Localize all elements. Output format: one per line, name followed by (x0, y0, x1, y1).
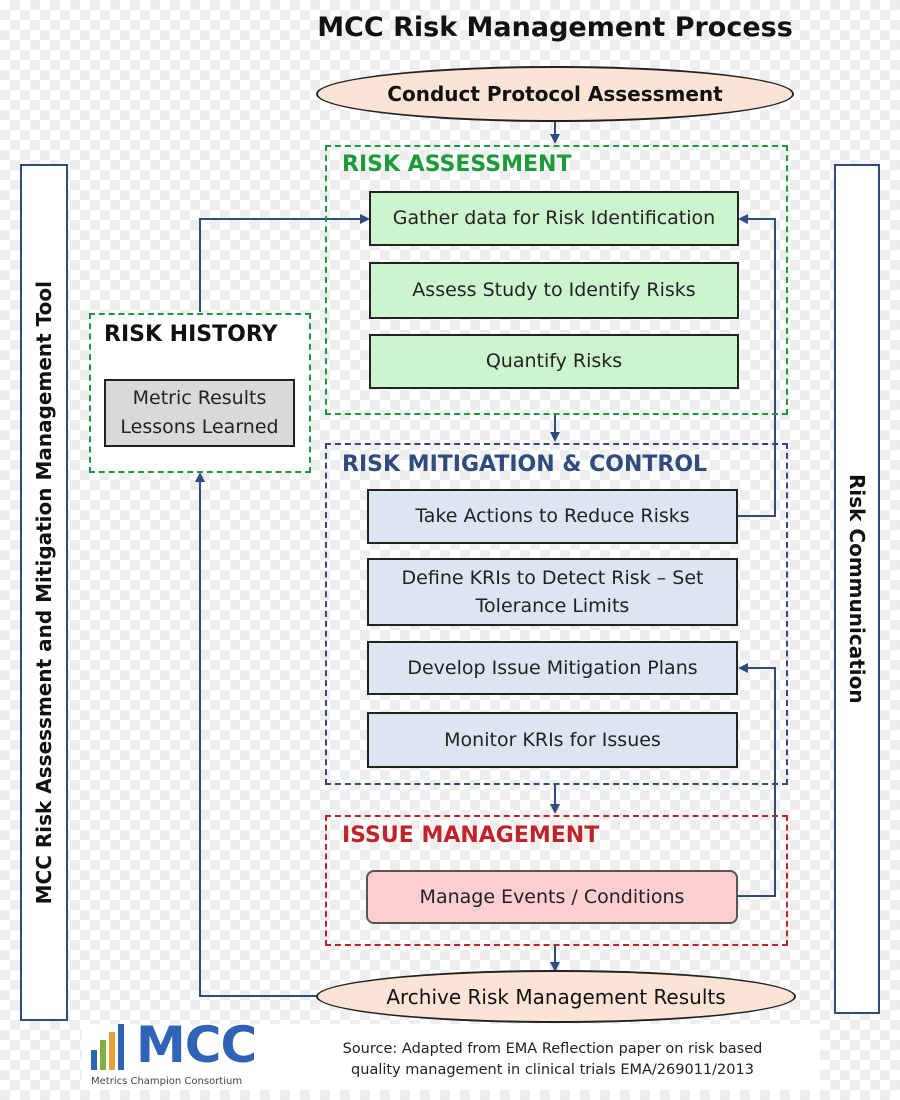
step-develop-plans-label: Develop Issue Mitigation Plans (407, 656, 698, 679)
risk-history-line1: Metric Results (132, 386, 267, 409)
right-side-label: Risk Communication (845, 474, 869, 704)
end-node-label: Archive Risk Management Results (386, 984, 726, 1009)
logo-text: MCC (136, 1016, 257, 1074)
step-quantify-risks-label: Quantify Risks (485, 350, 623, 373)
step-take-actions-label: Take Actions to Reduce Risks (415, 505, 690, 528)
footer (82, 1024, 820, 1090)
end-node: Archive Risk Management Results (316, 970, 796, 1023)
step-define-kris-line2: Tolerance Limits (475, 595, 630, 617)
page-title: MCC Risk Management Process (317, 12, 793, 43)
issue-management-section (325, 815, 788, 946)
risk-history-title: RISK HISTORY (104, 322, 278, 347)
step-manage-events-label: Manage Events / Conditions (419, 885, 685, 908)
arrow-archive-to-history (195, 472, 316, 997)
step-monitor-kris-label: Monitor KRIs for Issues (444, 728, 661, 751)
issue-management-title: ISSUE MANAGEMENT (342, 823, 600, 848)
risk-mitigation-section (325, 443, 788, 785)
step-assess-study: Assess Study to Identify Risks (369, 262, 739, 319)
step-assess-study-label: Assess Study to Identify Risks (412, 279, 696, 302)
risk-history-box: Metric Results Lessons Learned (104, 379, 295, 447)
step-quantify-risks: Quantify Risks (369, 334, 739, 389)
left-side-label: MCC Risk Assessment and Mitigation Manag… (32, 280, 56, 905)
logo-subtitle: Metrics Champion Consortium (91, 1076, 243, 1087)
risk-assessment-title: RISK ASSESSMENT (342, 152, 572, 177)
step-gather-data: Gather data for Risk Identification (369, 191, 739, 246)
arrow-manage-to-plans (738, 663, 776, 897)
mcc-logo: MCC Metrics Champion Consortium (90, 1016, 265, 1092)
step-define-kris: Define KRIs to Detect Risk – Set Toleran… (367, 558, 738, 626)
risk-history-line2: Lessons Learned (120, 416, 279, 438)
left-side-panel: MCC Risk Assessment and Mitigation Manag… (20, 164, 68, 1021)
right-side-panel: Risk Communication (834, 164, 880, 1014)
step-gather-data-label: Gather data for Risk Identification (392, 207, 716, 230)
arrow-history-to-gather (199, 214, 370, 312)
source-note: Source: Adapted from EMA Reflection pape… (300, 1039, 805, 1081)
risk-mitigation-title: RISK MITIGATION & CONTROL (342, 452, 708, 477)
arrow-actions-to-gather (738, 214, 776, 517)
risk-assessment-section (325, 145, 788, 415)
source-line2: quality management in clinical trials EM… (351, 1062, 754, 1079)
source-line1: Source: Adapted from EMA Reflection pape… (342, 1041, 763, 1057)
step-monitor-kris: Monitor KRIs for Issues (367, 712, 738, 768)
step-take-actions: Take Actions to Reduce Risks (367, 489, 738, 544)
step-manage-events: Manage Events / Conditions (366, 870, 738, 924)
start-node-label: Conduct Protocol Assessment (387, 82, 723, 106)
start-node: Conduct Protocol Assessment (316, 66, 794, 122)
step-define-kris-line1: Define KRIs to Detect Risk – Set (401, 566, 704, 589)
step-develop-plans: Develop Issue Mitigation Plans (367, 641, 738, 695)
logo-bars-icon (91, 1024, 124, 1070)
